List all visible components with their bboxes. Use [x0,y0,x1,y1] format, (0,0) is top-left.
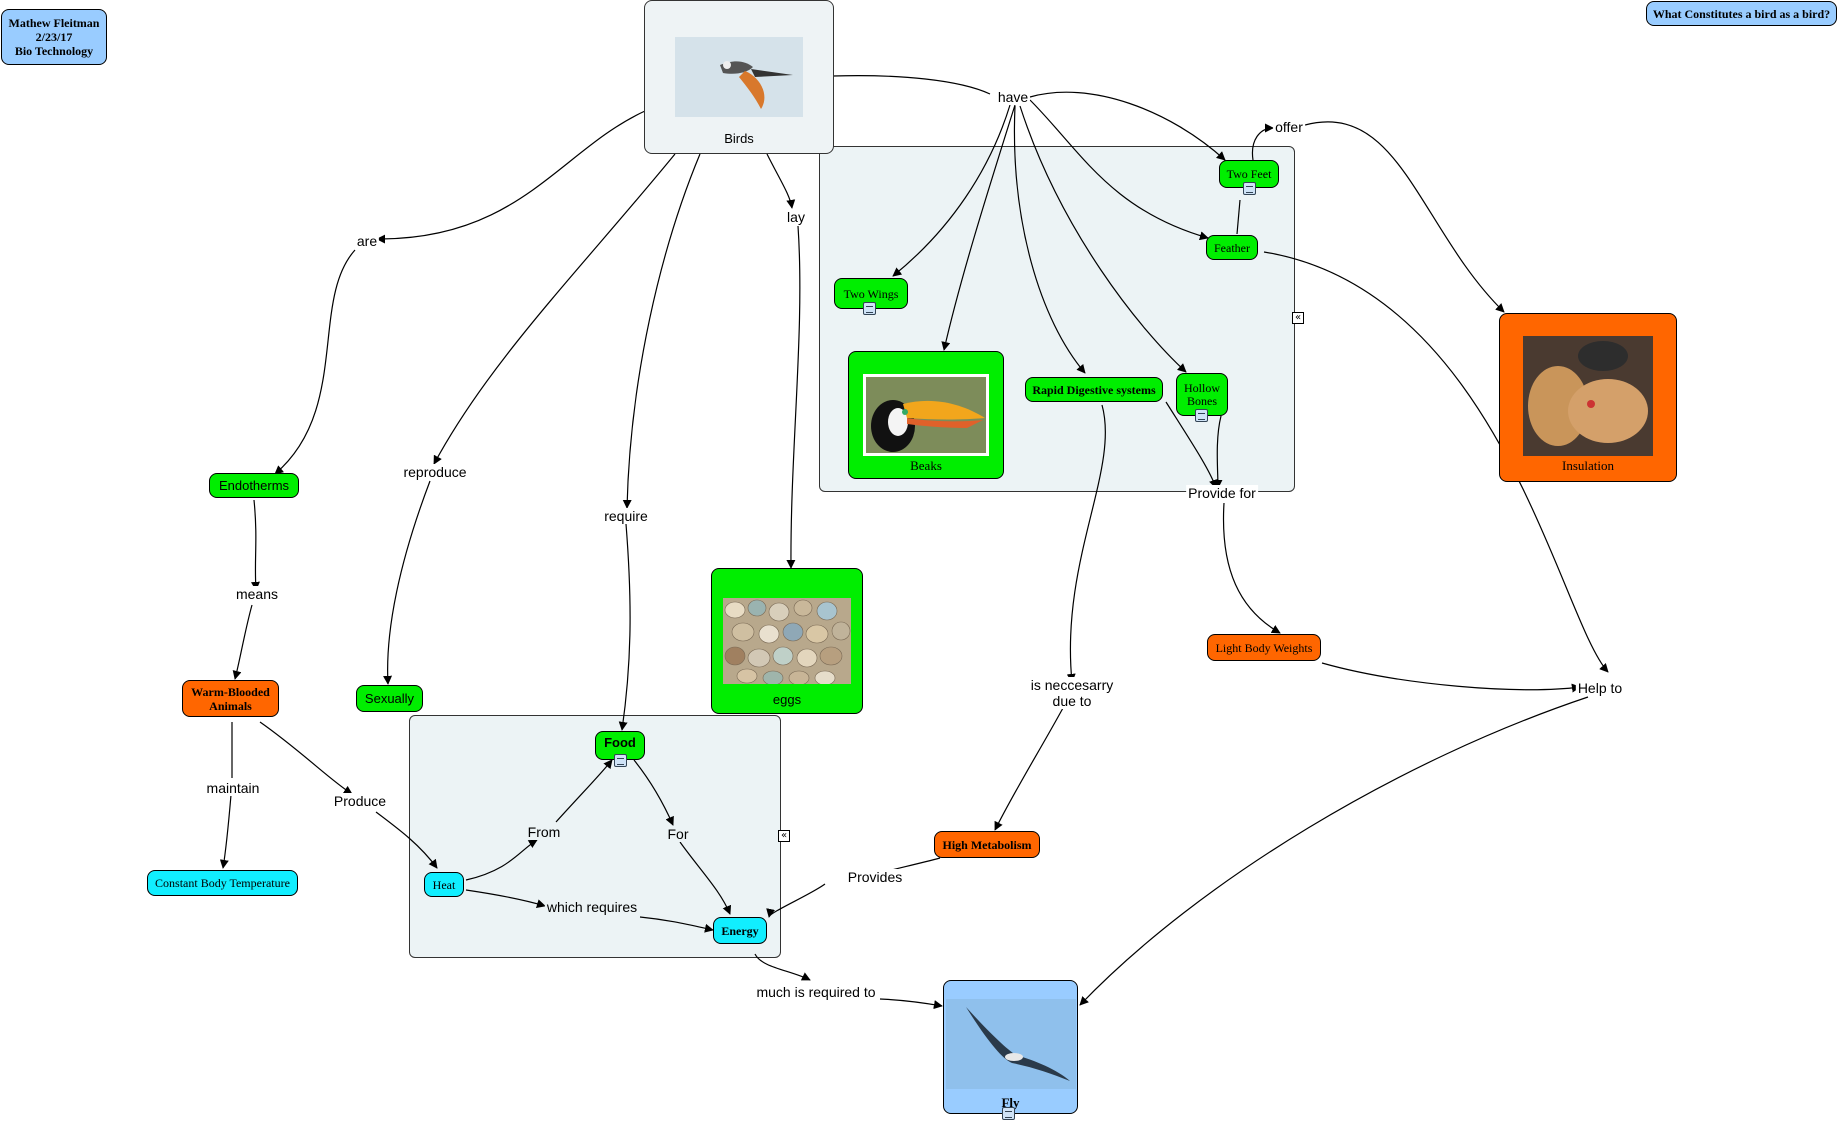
concept-beaks[interactable]: Beaks [848,351,1004,479]
sexually-label: Sexually [364,690,415,706]
food-label: Food [604,735,636,750]
concept-hollow-bones[interactable]: Hollow Bones [1176,373,1228,416]
link-provides: Provides [845,869,905,885]
link-reproduce: reproduce [401,464,469,480]
two-wings-label: Two Wings [843,286,899,301]
resource-document-icon[interactable] [1002,1107,1015,1120]
concept-light-body-weights[interactable]: Light Body Weights [1207,634,1321,661]
fly-label: Fly [1001,1095,1020,1110]
link-maintain: maintain [204,780,262,796]
swallow-photo-image [945,999,1076,1089]
rapid-digestive-label: Rapid Digestive systems [1032,382,1156,397]
endotherms-label: Endotherms [218,477,290,493]
author-course: Bio Technology [14,44,94,58]
link-have: have [995,89,1031,105]
heat-label: Heat [432,877,456,892]
birds-label: Birds [724,131,754,146]
question-text: What Constitutes a bird as a bird? [1652,6,1831,21]
link-which-requires: which requires [544,899,640,915]
concept-constant-body-temperature[interactable]: Constant Body Temperature [147,870,298,896]
concept-warm-blooded-animals[interactable]: Warm-Blooded Animals [182,680,279,717]
resource-document-icon[interactable] [1243,182,1256,195]
link-require: require [602,508,650,524]
feather-label: Feather [1214,240,1250,255]
concept-rapid-digestive-systems[interactable]: Rapid Digestive systems [1025,377,1163,402]
constant-temp-label: Constant Body Temperature [155,876,290,890]
concept-sexually[interactable]: Sexually [356,685,423,712]
concept-endotherms[interactable]: Endotherms [209,473,299,498]
collapse-group-icon[interactable]: « [1292,312,1304,324]
concept-fly[interactable]: Fly [943,980,1078,1114]
two-feet-label: Two Feet [1226,167,1272,181]
concept-high-metabolism[interactable]: High Metabolism [934,831,1040,858]
concept-birds[interactable]: Birds [644,0,834,154]
link-is-necessary-due-to: is neccesarry due to [1025,677,1119,709]
link-are: are [354,233,380,249]
question-box[interactable]: What Constitutes a bird as a bird? [1646,1,1837,26]
author-info-box[interactable]: Mathew Fleitman 2/23/17 Bio Technology [1,9,107,65]
chickens-photo-image [1523,336,1653,456]
toucan-photo-image [863,374,989,456]
concept-heat[interactable]: Heat [424,872,464,897]
link-from: From [525,824,563,840]
resource-document-icon[interactable] [1195,409,1208,422]
light-body-label: Light Body Weights [1215,640,1313,655]
warm-blooded-label: Warm-Blooded Animals [191,684,270,713]
resource-document-icon[interactable] [863,302,876,315]
concept-feather[interactable]: Feather [1206,235,1258,260]
resource-document-icon[interactable] [614,754,627,767]
eggs-label: eggs [772,692,802,707]
beaks-label: Beaks [910,458,942,473]
concept-energy[interactable]: Energy [713,917,767,944]
link-provide-for: Provide for [1186,485,1258,501]
link-for: For [665,826,691,842]
author-name: Mathew Fleitman [8,16,100,30]
link-lay: lay [785,209,807,225]
collapse-group-icon[interactable]: « [778,830,790,842]
bird-photo-image [675,37,803,117]
hollow-bones-label: Hollow Bones [1184,380,1220,408]
link-offer: offer [1273,119,1305,135]
insulation-label: Insulation [1562,458,1614,473]
link-produce: Produce [331,793,389,809]
link-help-to: Help to [1575,680,1625,696]
concept-eggs[interactable]: eggs [711,568,863,714]
high-metabolism-label: High Metabolism [942,837,1032,852]
energy-label: Energy [721,923,759,938]
link-means: means [233,586,281,602]
link-much-is-required-to: much is required to [754,984,878,1000]
author-date: 2/23/17 [35,30,73,44]
eggs-photo-image [723,598,851,684]
concept-insulation[interactable]: Insulation [1499,313,1677,482]
